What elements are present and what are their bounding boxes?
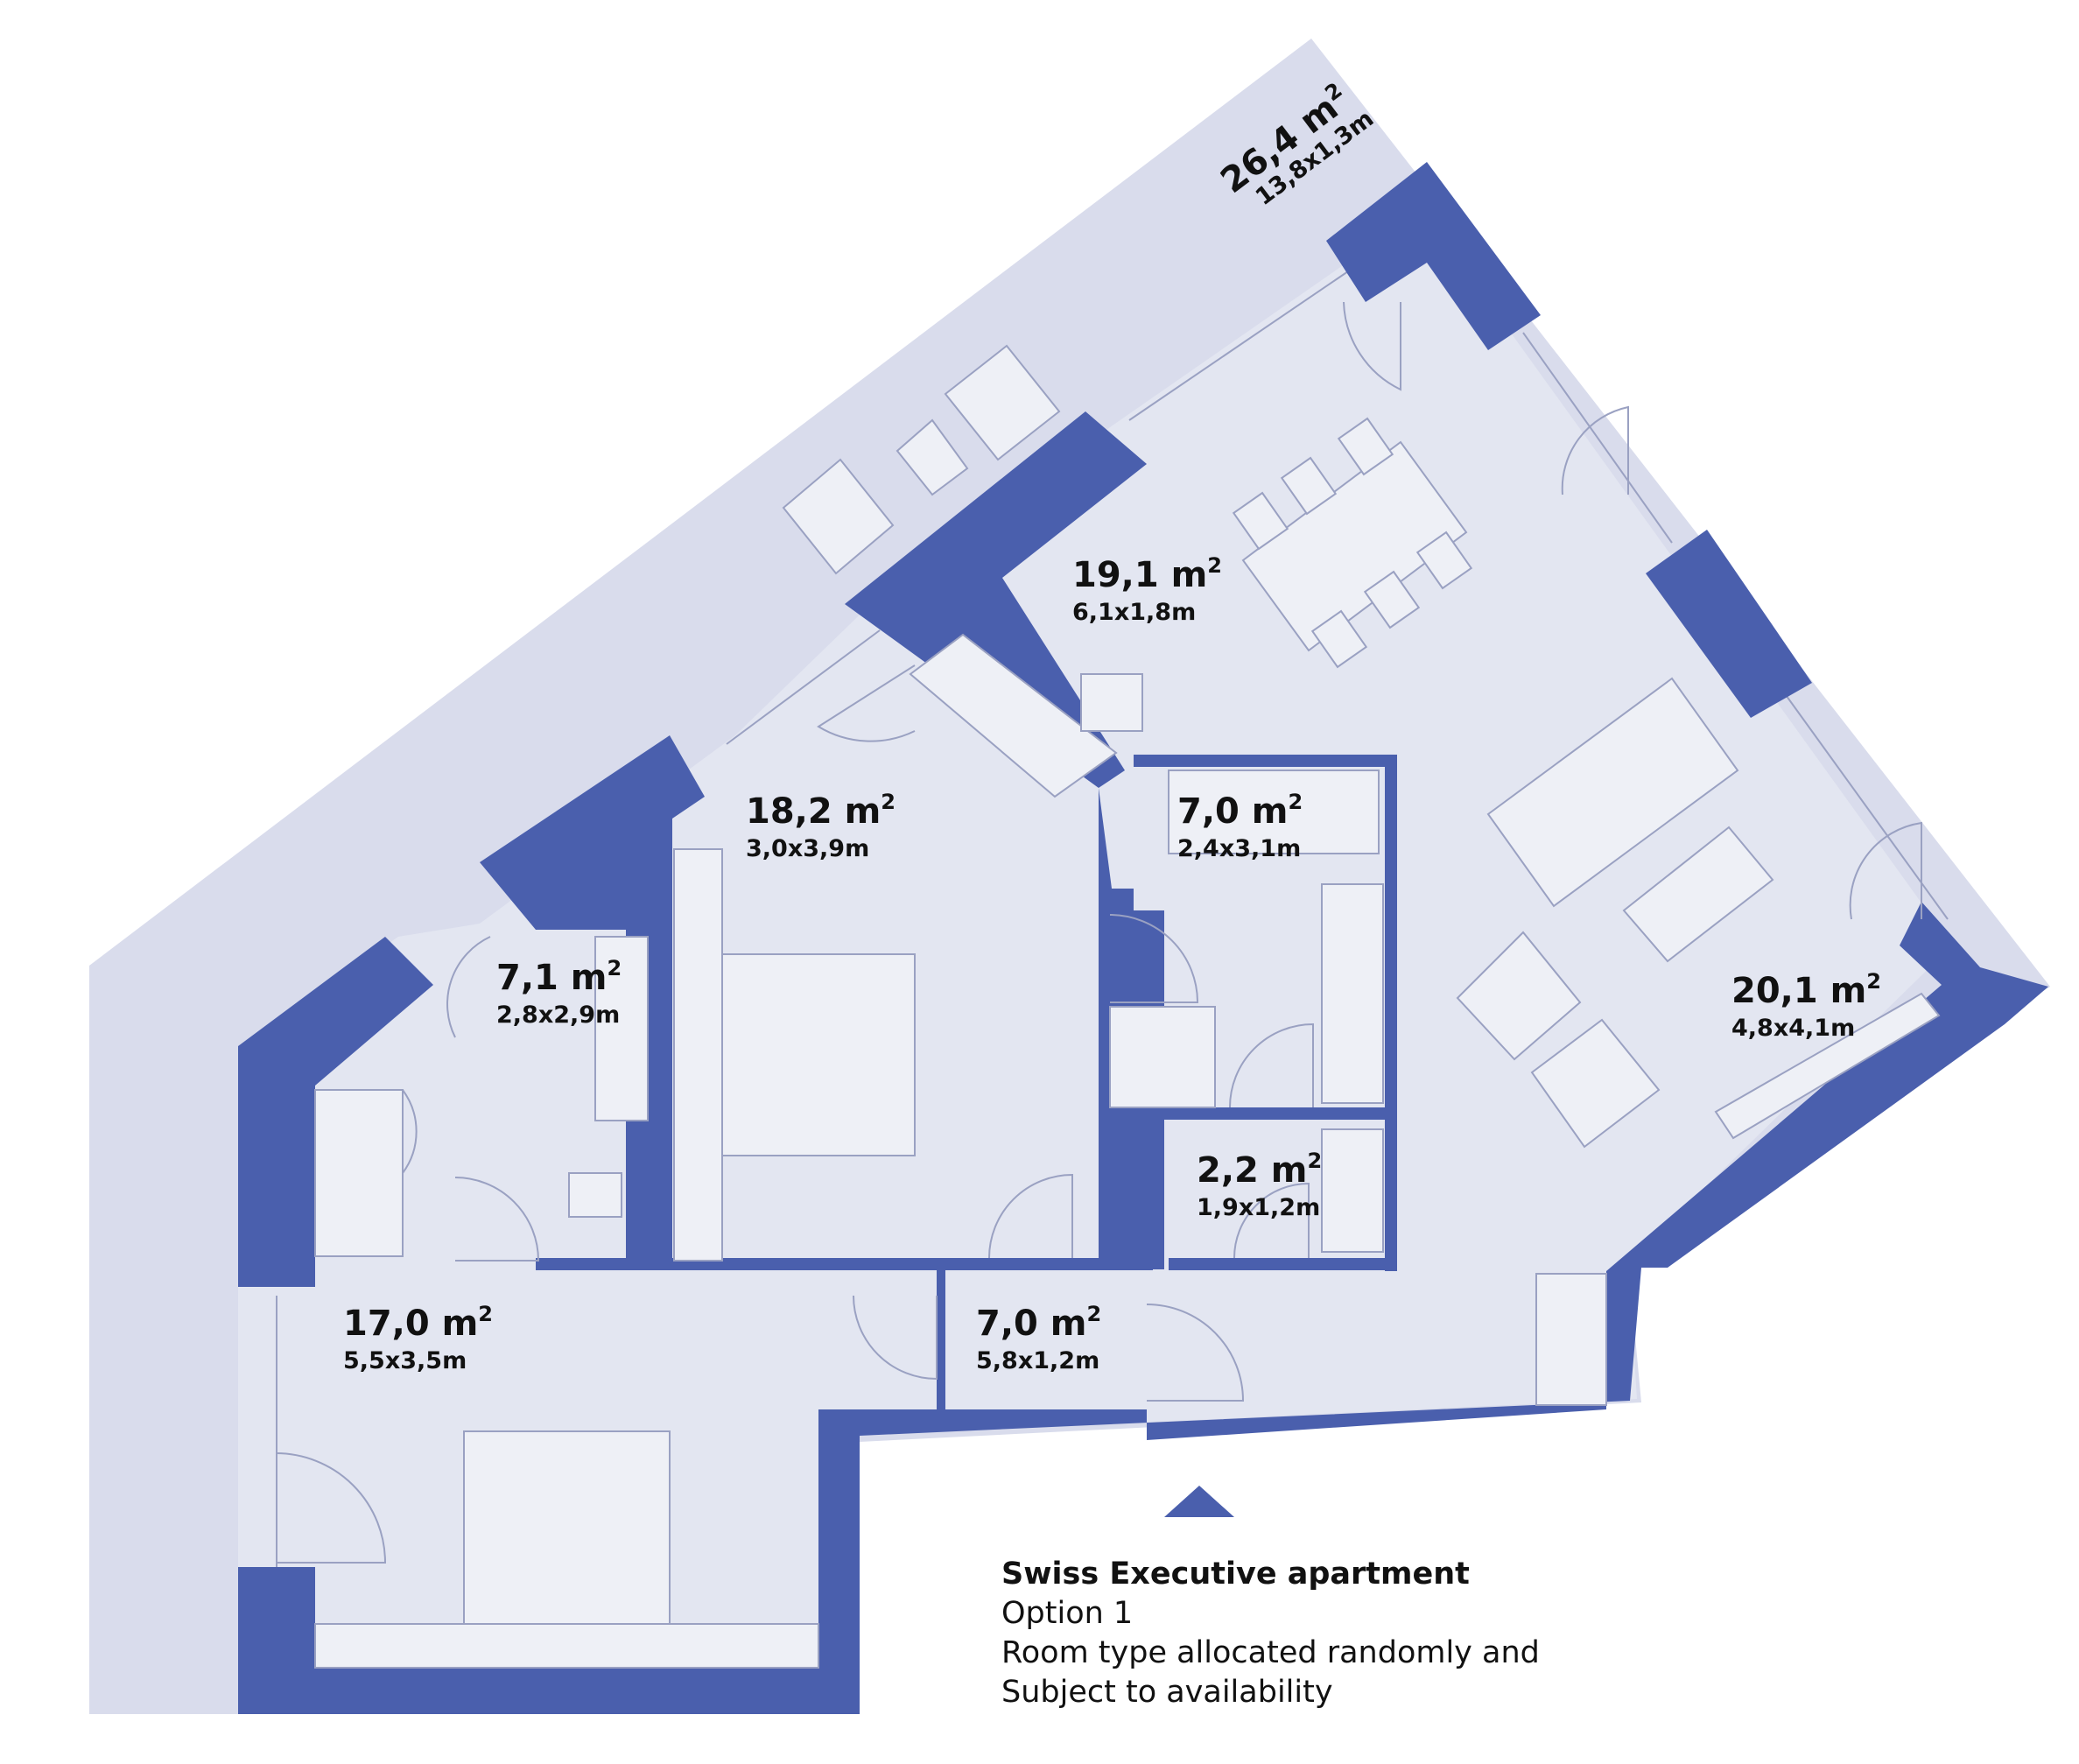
vanity-cabinet xyxy=(1321,883,1384,1104)
legend-title: Swiss Executive apartment xyxy=(1001,1557,1470,1592)
svg-text:18,2 m2: 18,2 m2 xyxy=(746,790,896,832)
svg-text:17,0 m2: 17,0 m2 xyxy=(343,1302,493,1344)
dining-table xyxy=(1241,440,1468,652)
double-bed xyxy=(691,953,916,1156)
door-swings xyxy=(275,301,1922,1564)
room-label-lounge: 20,1 m2 4,8x4,1m xyxy=(1731,969,1881,1042)
armchair xyxy=(1456,931,1582,1061)
sofa xyxy=(1486,677,1739,908)
plan-legend: Swiss Executive apartment Option 1 Room … xyxy=(1001,1555,1789,1712)
kitchen-counter xyxy=(909,633,1118,798)
room-label-ensuite: 7,1 m2 2,8x2,9m xyxy=(496,956,622,1029)
room-label-wc: 2,2 m2 1,9x1,2m xyxy=(1197,1149,1322,1221)
svg-text:19,1 m2: 19,1 m2 xyxy=(1072,553,1222,595)
terrace-chair xyxy=(782,458,895,575)
hall-cabinet xyxy=(1535,1273,1607,1406)
svg-text:6,1x1,8m: 6,1x1,8m xyxy=(1072,599,1196,626)
svg-text:2,8x2,9m: 2,8x2,9m xyxy=(496,1001,620,1029)
coffee-table xyxy=(1622,826,1774,963)
svg-text:2,2 m2: 2,2 m2 xyxy=(1197,1149,1322,1191)
svg-text:20,1 m2: 20,1 m2 xyxy=(1731,969,1881,1011)
svg-text:5,8x1,2m: 5,8x1,2m xyxy=(976,1347,1099,1374)
room-label-bedroom: 18,2 m2 3,0x3,9m xyxy=(746,790,896,862)
svg-text:3,0x3,9m: 3,0x3,9m xyxy=(746,835,869,862)
terrace-chair xyxy=(944,344,1061,461)
svg-text:7,0 m2: 7,0 m2 xyxy=(976,1302,1101,1344)
walls xyxy=(238,162,2048,1714)
washer xyxy=(1109,1006,1216,1108)
terrace-table xyxy=(896,418,969,496)
svg-text:2,4x3,1m: 2,4x3,1m xyxy=(1177,835,1301,862)
bathtub xyxy=(1168,770,1380,854)
legend-note-2: Subject to availability xyxy=(1001,1675,1333,1710)
toilet xyxy=(568,1172,622,1218)
svg-text:1,9x1,2m: 1,9x1,2m xyxy=(1197,1194,1320,1221)
room-label-bedroom-2: 17,0 m2 5,5x3,5m xyxy=(343,1302,493,1374)
svg-text:7,1 m2: 7,1 m2 xyxy=(496,956,622,998)
headboard xyxy=(673,848,723,1262)
room-label-living: 19,1 m2 6,1x1,8m xyxy=(1072,553,1222,626)
bed-2-bench xyxy=(314,1623,819,1669)
bathroom-sink xyxy=(594,936,649,1121)
svg-text:5,5x3,5m: 5,5x3,5m xyxy=(343,1347,467,1374)
tv-console xyxy=(1714,992,1941,1140)
svg-text:7,0 m2: 7,0 m2 xyxy=(1177,790,1303,832)
kitchen-sink xyxy=(1080,673,1143,732)
entrance-arrow-icon xyxy=(1164,1486,1234,1517)
armchair xyxy=(1530,1018,1661,1149)
room-label-hallway: 7,0 m2 5,8x1,2m xyxy=(976,1302,1101,1374)
legend-note-1: Room type allocated randomly and xyxy=(1001,1635,1540,1670)
wardrobe xyxy=(314,1089,404,1257)
furniture xyxy=(314,344,1941,1669)
legend-option: Option 1 xyxy=(1001,1596,1134,1631)
room-label-bathroom: 7,0 m2 2,4x3,1m xyxy=(1177,790,1303,862)
interior-floor xyxy=(238,210,1952,1714)
wc-sink xyxy=(1321,1128,1384,1253)
window-lines xyxy=(276,271,1949,1567)
svg-text:4,8x4,1m: 4,8x4,1m xyxy=(1731,1015,1855,1042)
